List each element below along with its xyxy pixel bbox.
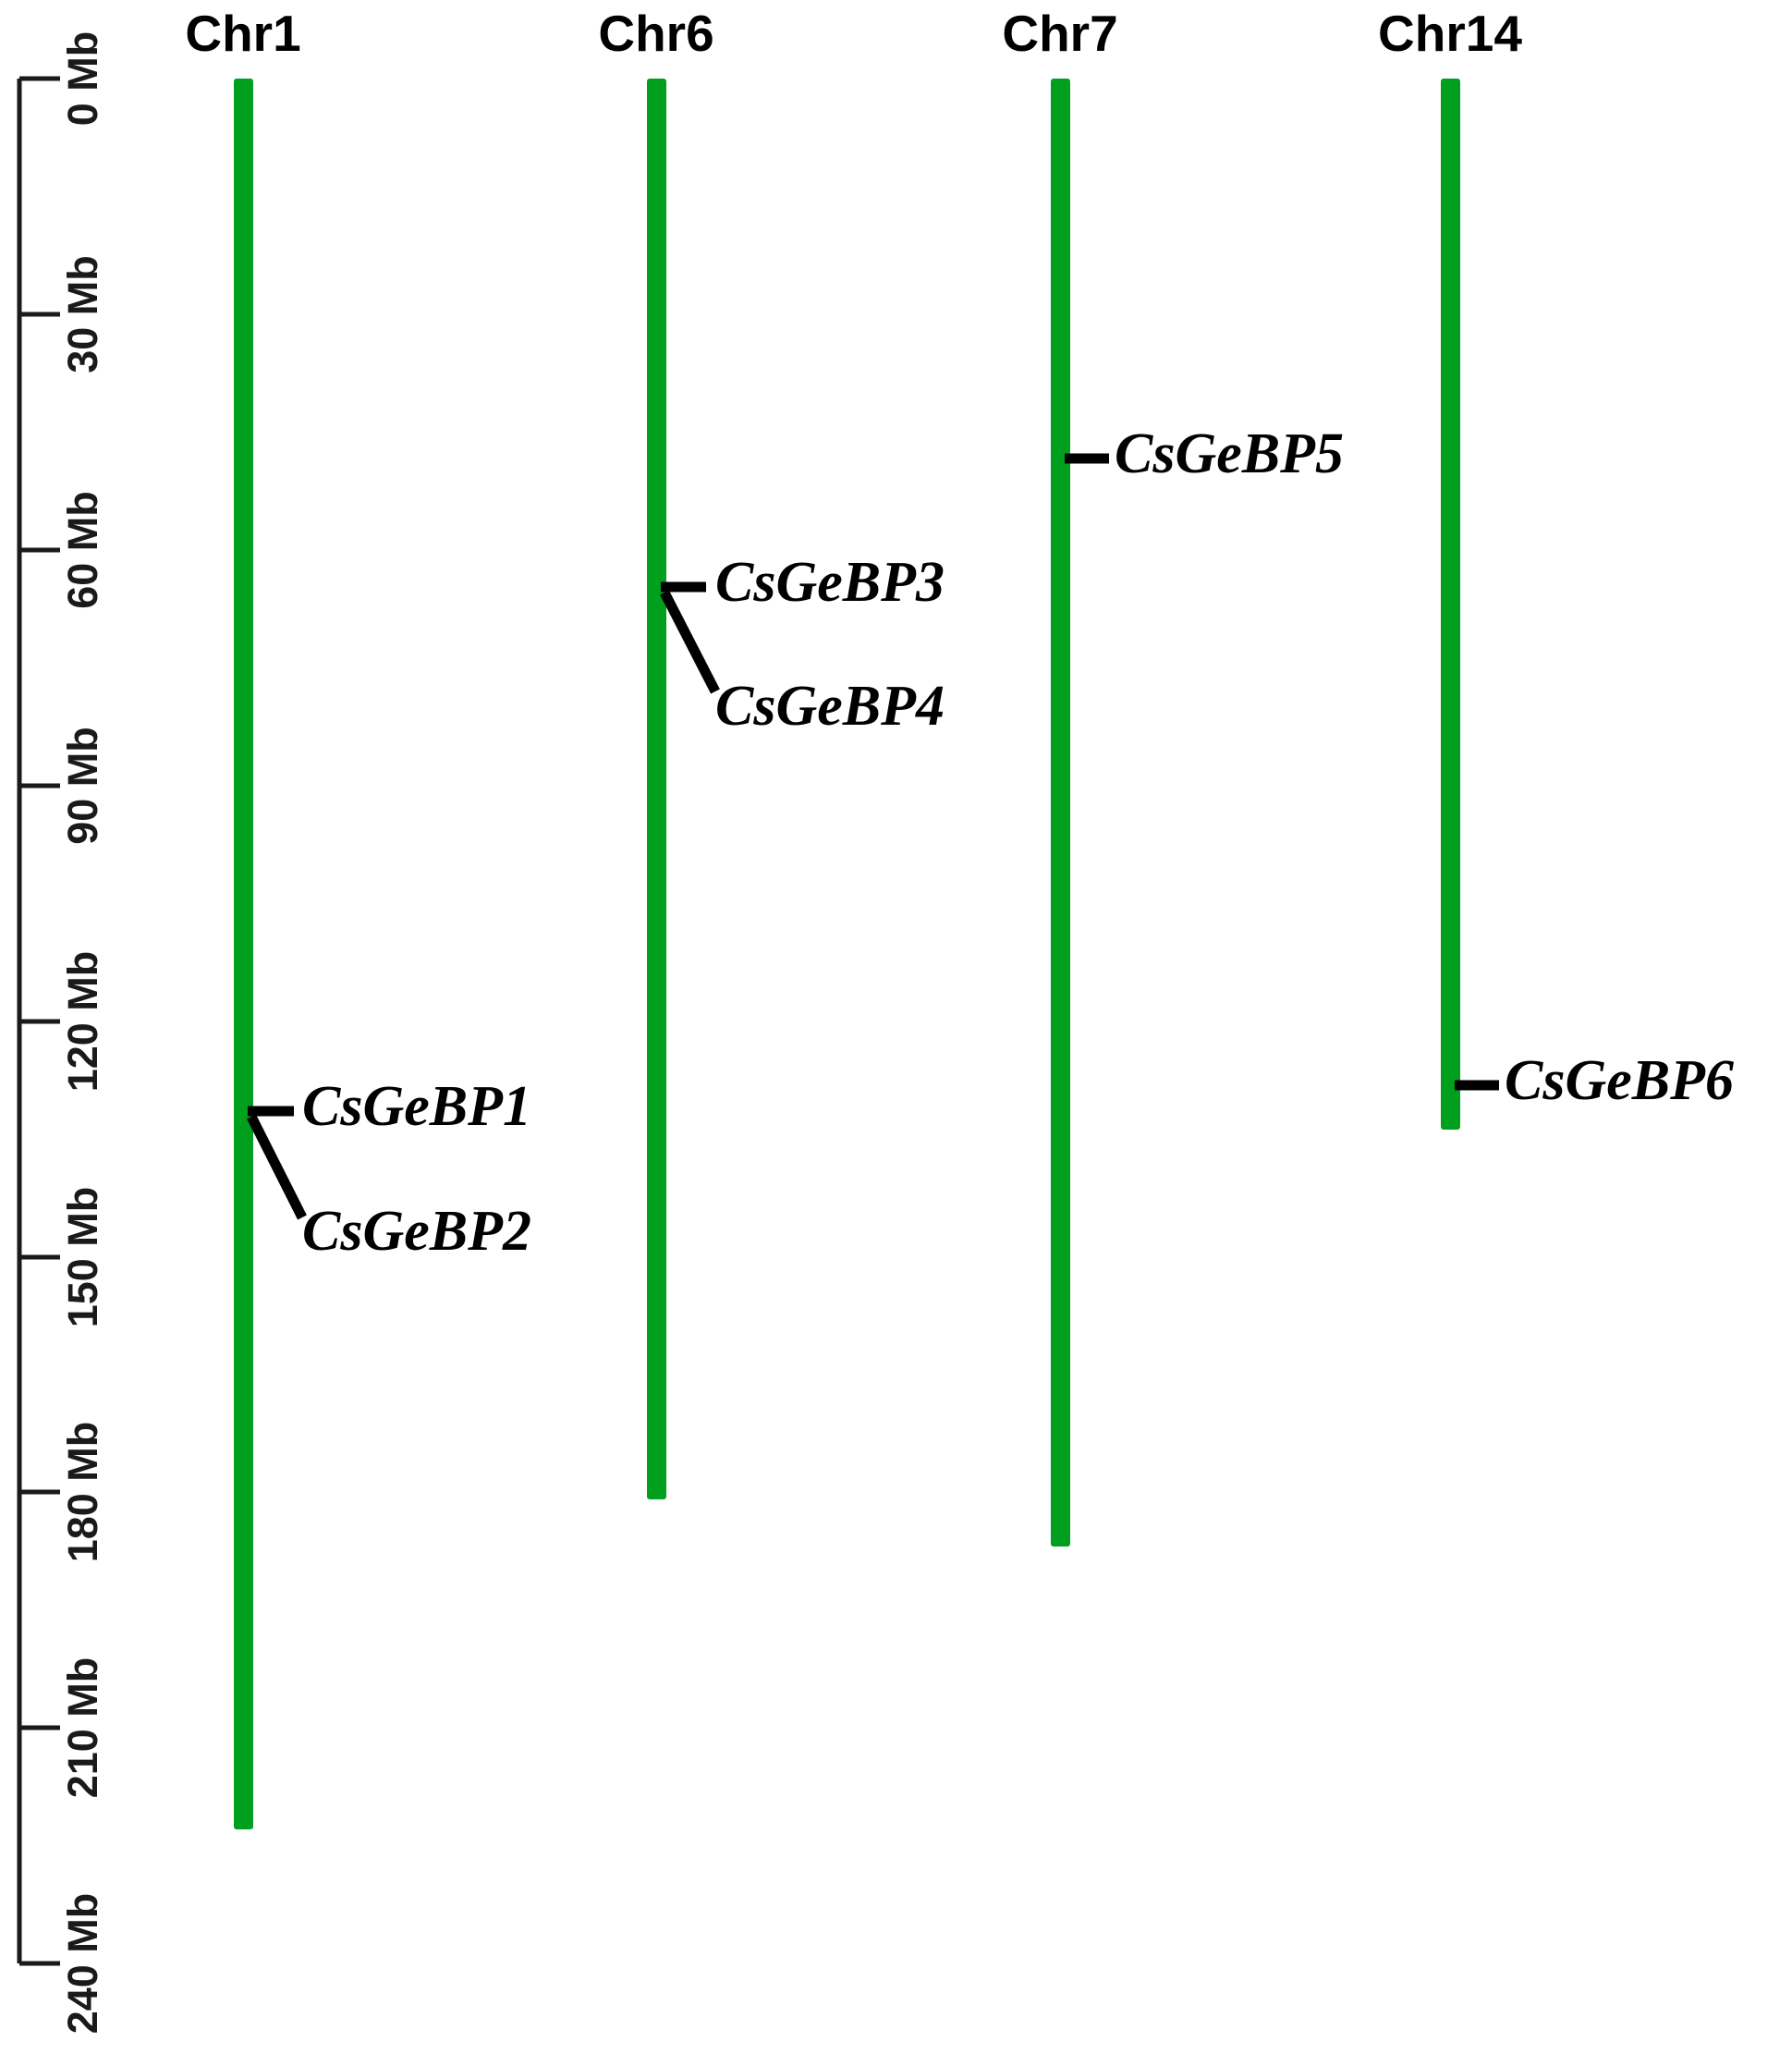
tick-label: 60 Mb bbox=[59, 491, 106, 609]
tick-label: 120 Mb bbox=[59, 951, 106, 1093]
chromosome-chr14[interactable]: Chr14 CsGeBP6 bbox=[1378, 5, 1734, 1130]
tick-label: 240 Mb bbox=[59, 1893, 106, 2035]
chromosome-title-chr14: Chr14 bbox=[1378, 5, 1522, 62]
axis-tick: 240 Mb bbox=[19, 1893, 106, 2035]
tick-label: 30 Mb bbox=[59, 255, 106, 373]
gene-label-csgebp3: CsGeBP3 bbox=[715, 551, 945, 614]
gene-label-csgebp2: CsGeBP2 bbox=[302, 1200, 531, 1263]
chromosome-chr6[interactable]: Chr6 CsGeBP3 CsGeBP4 bbox=[598, 5, 945, 1499]
tick-label: 150 Mb bbox=[59, 1187, 106, 1328]
chromosome-title-chr6: Chr6 bbox=[598, 5, 713, 62]
gene-label-csgebp1: CsGeBP1 bbox=[302, 1075, 531, 1138]
axis-tick: 60 Mb bbox=[19, 491, 106, 609]
axis-tick: 90 Mb bbox=[19, 727, 106, 845]
chromosome-bar-chr6[interactable] bbox=[647, 79, 666, 1499]
chromosome-bar-chr1[interactable] bbox=[234, 79, 253, 1829]
tick-label: 210 Mb bbox=[59, 1657, 106, 1799]
chromosome-chr7[interactable]: Chr7 CsGeBP5 bbox=[1002, 5, 1344, 1547]
chromosome-chr1[interactable]: Chr1 CsGeBP1 CsGeBP2 bbox=[185, 5, 531, 1829]
tick-label: 90 Mb bbox=[59, 727, 106, 845]
axis-tick: 210 Mb bbox=[19, 1657, 106, 1799]
axis-tick: 180 Mb bbox=[19, 1422, 106, 1563]
chromosome-title-chr7: Chr7 bbox=[1002, 5, 1117, 62]
axis-tick: 0 Mb bbox=[19, 31, 106, 127]
axis-tick: 120 Mb bbox=[19, 951, 106, 1093]
gene-leader-csgebp2 bbox=[247, 1114, 307, 1220]
axis-tick: 30 Mb bbox=[19, 255, 106, 373]
tick-label: 180 Mb bbox=[59, 1422, 106, 1563]
chromosome-title-chr1: Chr1 bbox=[185, 5, 300, 62]
gene-label-csgebp6: CsGeBP6 bbox=[1505, 1049, 1734, 1112]
axis-tick: 150 Mb bbox=[19, 1187, 106, 1328]
gene-label-csgebp5: CsGeBP5 bbox=[1115, 422, 1344, 485]
gene-leader-csgebp4 bbox=[660, 590, 720, 694]
tick-label: 0 Mb bbox=[59, 31, 106, 127]
axis-tick-group: 0 Mb 30 Mb 60 Mb 90 Mb 120 Mb 150 Mb bbox=[19, 31, 106, 2035]
gene-label-csgebp4: CsGeBP4 bbox=[715, 675, 945, 738]
chromosome-bar-chr14[interactable] bbox=[1441, 79, 1460, 1130]
chromosome-bar-chr7[interactable] bbox=[1051, 79, 1070, 1547]
